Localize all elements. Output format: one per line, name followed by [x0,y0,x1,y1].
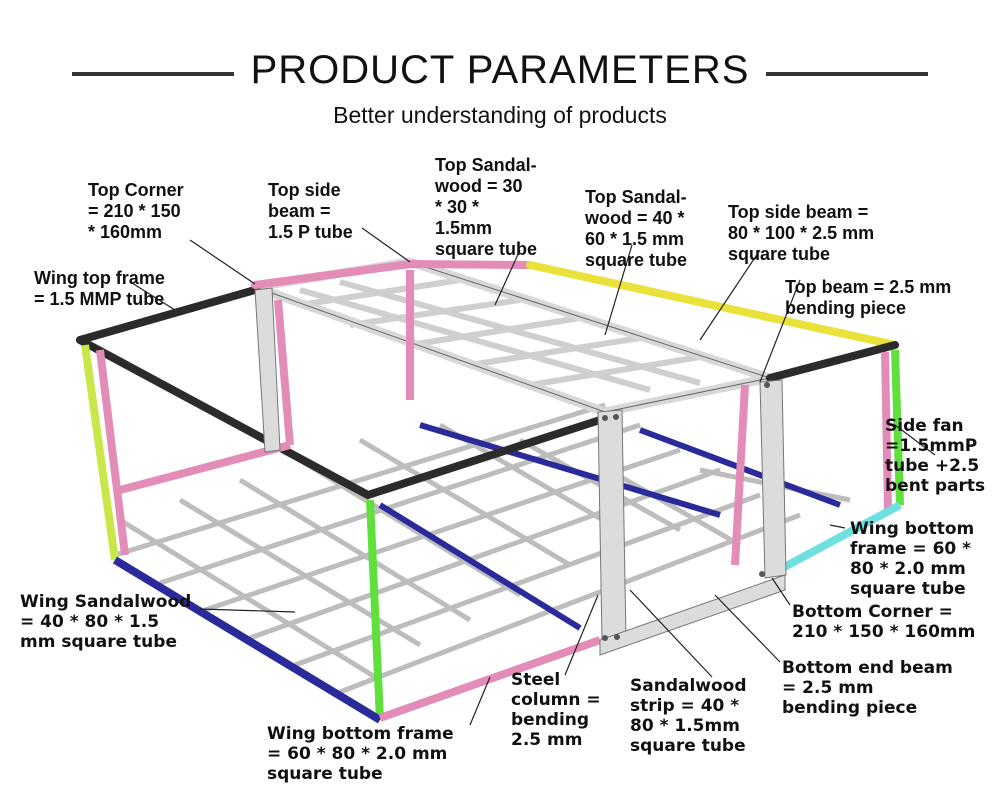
label-side-fan: Side fan =1.5mmP tube +2.5 bent parts [885,416,986,496]
label-bottom-end-beam: Bottom end beam = 2.5 mm bending piece [782,658,953,718]
title-rule-left [72,72,234,76]
label-sandalwood-strip: Sandalwood strip = 40 * 80 * 1.5mm squar… [630,676,747,756]
wing-bottom-frames [112,441,902,724]
label-bottom-corner: Bottom Corner = 210 * 150 * 160mm [792,602,976,642]
label-top-beam: Top beam = 2.5 mm bending piece [785,277,952,318]
label-wing-bottom-frame-left: Wing bottom frame = 60 * 80 * 2.0 mm squ… [267,724,454,784]
label-top-side-beam-p: Top side beam = 1.5 P tube [268,180,353,242]
label-wing-top-frame: Wing top frame = 1.5 MMP tube [34,268,165,309]
page-title: PRODUCT PARAMETERS [250,48,750,92]
steel-columns [254,287,787,656]
label-wing-sandalwood: Wing Sandalwood = 40 * 80 * 1.5 mm squar… [20,592,192,652]
label-top-corner: Top Corner = 210 * 150 * 160mm [88,180,184,242]
label-steel-column: Steel column = bending 2.5 mm [511,670,601,750]
corner-castings [602,382,770,641]
wing-top-frames [76,259,899,500]
label-top-side-beam-80: Top side beam = 80 * 100 * 2.5 mm square… [728,202,875,264]
label-wing-bottom-frame-right: Wing bottom frame = 60 * 80 * 2.0 mm squ… [850,519,975,599]
roof-frame [250,257,775,417]
floor-grid [114,402,851,695]
label-top-sandalwood-40: Top Sandal- wood = 40 * 60 * 1.5 mm squa… [585,187,688,270]
page-subtitle: Better understanding of products [333,102,667,128]
leader-lines [131,227,936,726]
label-top-sandalwood-30: Top Sandal- wood = 30 * 30 * 1.5mm squar… [435,155,538,259]
title-rule-right [766,72,928,76]
roof-grid [299,277,701,393]
